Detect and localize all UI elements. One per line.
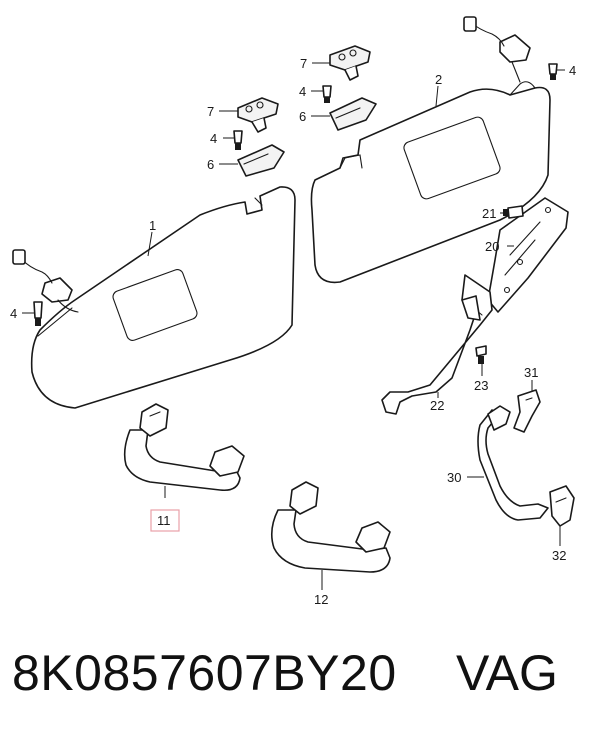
callout-22: 22	[430, 398, 444, 413]
callout-4-left: 4	[10, 306, 17, 321]
screw-23	[475, 345, 487, 364]
callout-32: 32	[552, 548, 566, 563]
sun-visor-left	[30, 186, 296, 409]
screw-4-left	[33, 301, 43, 326]
screw-4-middle	[233, 130, 243, 150]
callout-6-lower: 6	[207, 157, 214, 172]
callout-4-upper: 4	[299, 84, 306, 99]
callout-20: 20	[485, 239, 499, 254]
cover-6-lower	[237, 144, 285, 177]
callout-11: 11	[157, 513, 171, 528]
sun-visor-right	[310, 81, 551, 284]
callout-6-upper: 6	[299, 109, 306, 124]
leader-lines	[22, 62, 565, 590]
callout-31: 31	[524, 365, 538, 380]
grab-handle-11	[123, 403, 245, 492]
part-number-bar: 8K0857607BY20 VAG	[0, 644, 600, 724]
grab-handle-12	[270, 481, 391, 573]
holder-7-upper	[329, 45, 371, 81]
callout-7-lower: 7	[207, 104, 214, 119]
cover-6-upper	[329, 97, 377, 131]
callout-23: 23	[474, 378, 488, 393]
callout-1: 1	[149, 218, 156, 233]
holder-7-lower	[237, 97, 279, 133]
callout-2: 2	[435, 72, 442, 87]
callout-7-upper: 7	[300, 56, 307, 71]
callout-4-right: 4	[569, 63, 576, 78]
visor-hinge-left	[12, 249, 79, 313]
callout-11-highlight-box	[150, 509, 180, 532]
screw-4-upper	[322, 85, 332, 103]
handle-arm-22	[381, 274, 493, 415]
callout-4-middle: 4	[210, 131, 217, 146]
callout-30: 30	[447, 470, 461, 485]
part-number: 8K0857607BY20	[12, 645, 397, 701]
screw-21	[503, 205, 524, 219]
screw-4-right	[548, 63, 558, 80]
visor-hinge-right	[463, 16, 531, 83]
callout-12: 12	[314, 592, 328, 607]
callout-labels: 1 2 4 4 4 4 6 6 7 7 11 12 20 21 22 23 30…	[10, 56, 576, 607]
bracket-20	[487, 197, 569, 313]
brand-name: VAG	[456, 645, 558, 701]
handle-30	[477, 405, 549, 521]
callout-21: 21	[482, 206, 496, 221]
clip-32	[549, 485, 575, 527]
clip-31	[513, 389, 541, 433]
